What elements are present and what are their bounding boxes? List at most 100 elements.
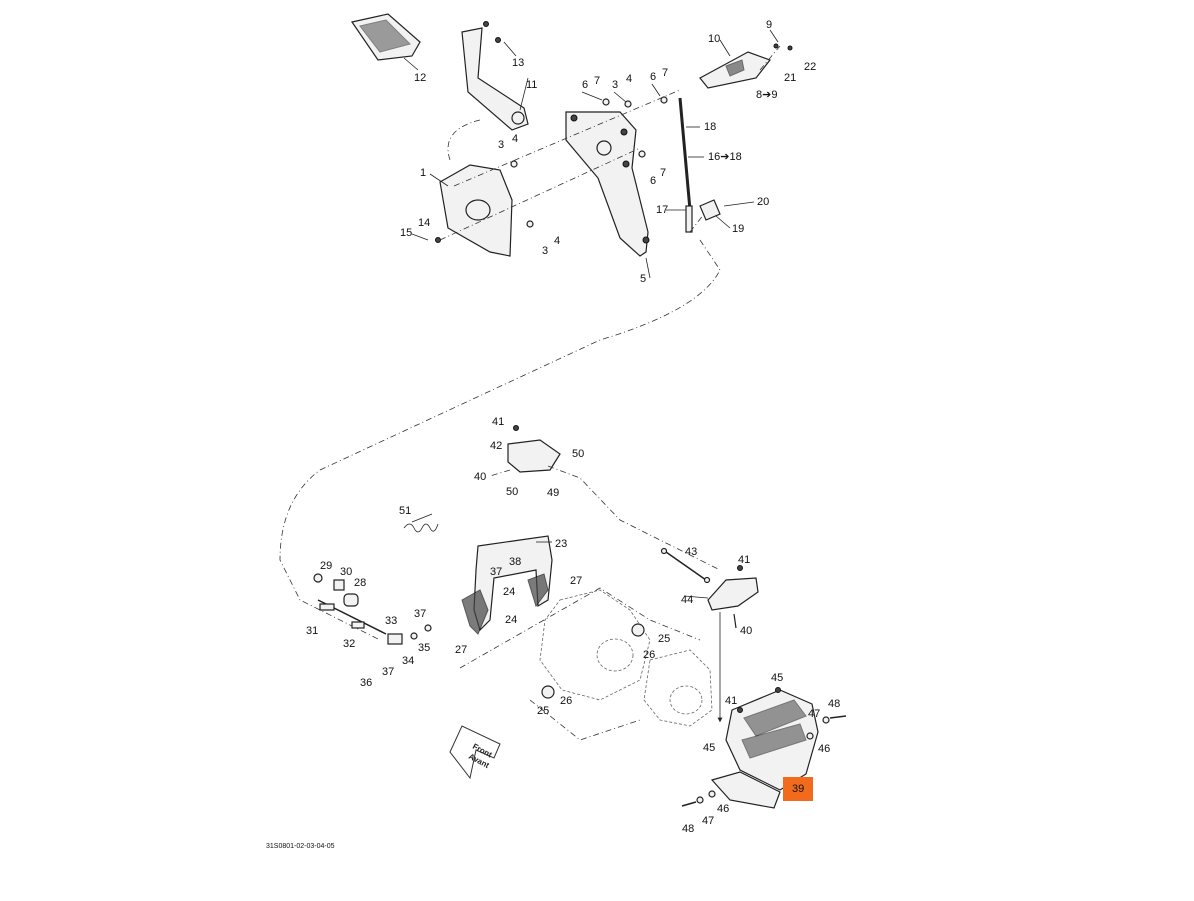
callout: 11: [526, 79, 537, 91]
hardware-top: [435, 21, 793, 243]
callout: 26: [643, 649, 655, 661]
part-23-frame: [461, 535, 553, 635]
callout: 45: [771, 672, 783, 684]
callout: 4: [512, 133, 518, 145]
callout: 46: [717, 803, 729, 815]
callout: 16➔18: [708, 151, 742, 163]
callout: 48: [828, 698, 840, 710]
callout: 38: [509, 556, 521, 568]
callout: 13: [512, 57, 524, 69]
callout: 10: [708, 33, 720, 45]
part-51-spring: [403, 523, 439, 533]
callout: 25: [658, 633, 670, 645]
part-10-lever: [699, 51, 771, 89]
callout: 23: [555, 538, 567, 550]
callout: 33: [385, 615, 397, 627]
leader-lines: [403, 29, 779, 599]
callout: 7: [662, 67, 668, 79]
callout: 28: [354, 577, 366, 589]
callout: 3: [498, 139, 504, 151]
part-39-reverse-gate: [710, 689, 819, 809]
callout: 22: [804, 61, 816, 73]
part-19-clip: [699, 199, 721, 221]
callout: 40: [740, 625, 752, 637]
callout: 48: [682, 823, 694, 835]
callout: 40: [474, 471, 486, 483]
callout: 24: [503, 586, 515, 598]
callout-labels: 12 13 11 1 15 14 3 4 4 3 6 7 3 4 6 7 5 6…: [306, 19, 840, 835]
assembly-line-9: [529, 699, 641, 741]
parts-28-30-bushings: [313, 573, 359, 607]
callout: 51: [399, 505, 411, 517]
callout: 36: [360, 677, 372, 689]
part-11-pedal-arm: [461, 27, 529, 131]
callout: 41: [492, 416, 504, 428]
callout: 49: [547, 487, 559, 499]
callout: 42: [490, 440, 502, 452]
callout: 32: [343, 638, 355, 650]
parts-31-32-cable: [317, 599, 387, 635]
callout: 5: [640, 273, 646, 285]
assembly-line-2: [439, 147, 641, 241]
callout: 26: [560, 695, 572, 707]
callout: 21: [784, 72, 796, 84]
callout: 37: [490, 566, 502, 578]
assembly-line-5: [759, 45, 781, 71]
callout: 37: [414, 608, 426, 620]
callout: 20: [757, 196, 769, 208]
callout: 6: [650, 175, 656, 187]
callout: 37: [382, 666, 394, 678]
callout: 19: [732, 223, 744, 235]
callout: 47: [702, 815, 714, 827]
callout: 27: [570, 575, 582, 587]
part-44-bracket: [707, 565, 759, 629]
callout: 41: [738, 554, 750, 566]
assembly-line-8: [459, 587, 701, 669]
callout: 43: [685, 546, 697, 558]
part-12-pedal-pad: [351, 13, 421, 61]
callout: 6: [582, 79, 588, 91]
callout: 47: [808, 708, 820, 720]
callout: 7: [660, 167, 666, 179]
callout: 27: [455, 644, 467, 656]
part-34-pin: [387, 624, 432, 645]
callout: 7: [594, 75, 600, 87]
callout: 3: [612, 79, 618, 91]
callout: 24: [505, 614, 517, 626]
callout: 12: [414, 72, 426, 84]
callout: 17: [656, 204, 668, 216]
callout: 15: [400, 227, 412, 239]
callout: 30: [340, 566, 352, 578]
highlight-box-39[interactable]: [783, 777, 813, 801]
callout: 4: [626, 73, 632, 85]
part-43-rod: [660, 547, 711, 584]
callout: 31: [306, 625, 318, 637]
part-5-bracket-plate: [565, 111, 650, 257]
callout: 34: [402, 655, 414, 667]
cable-line: [279, 239, 721, 641]
callout: 18: [704, 121, 716, 133]
callout: 3: [542, 245, 548, 257]
diagram-code: 31S0801-02-03-04-05: [266, 843, 335, 850]
callout: 4: [554, 235, 560, 247]
callout-39-highlighted[interactable]: 39: [792, 783, 804, 795]
assembly-line-7: [547, 465, 721, 571]
callout: 14: [418, 217, 430, 229]
callout: 45: [703, 742, 715, 754]
part-1-cover: [439, 164, 513, 257]
callout: 1: [420, 167, 426, 179]
callout: 50: [506, 486, 518, 498]
callout: 6: [650, 71, 656, 83]
hardware-bottom: [681, 687, 847, 807]
callout: 8➔9: [756, 89, 777, 101]
callout: 25: [537, 705, 549, 717]
gearcase-housing: [539, 589, 713, 727]
assembly-line-3: [447, 119, 481, 161]
part-16-rod: [678, 97, 693, 233]
callout: 46: [818, 743, 830, 755]
callout: 41: [725, 695, 737, 707]
callout: 44: [681, 594, 693, 606]
front-direction-arrow: Front Avant: [449, 725, 501, 780]
part-42-bracket: [507, 425, 561, 473]
